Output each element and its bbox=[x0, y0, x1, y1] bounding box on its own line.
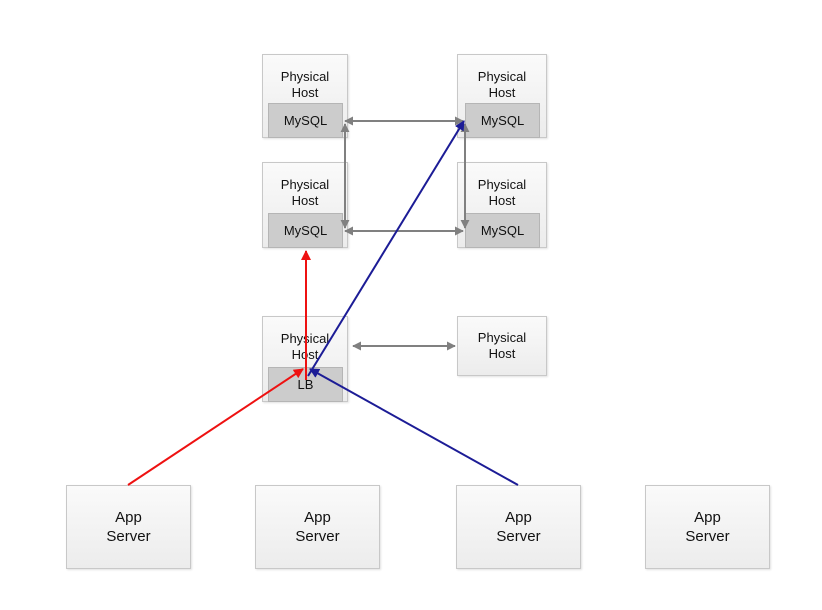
blue-path-app-to-lb bbox=[309, 368, 519, 486]
mysql-mid-left: MySQL bbox=[268, 213, 343, 248]
mysql-top-right: MySQL bbox=[465, 103, 540, 138]
red-path-app-to-lb bbox=[127, 368, 304, 486]
mysql-top-left: MySQL bbox=[268, 103, 343, 138]
mysql-mid-right: MySQL bbox=[465, 213, 540, 248]
blue-path-lb-to-mysql bbox=[307, 120, 465, 377]
